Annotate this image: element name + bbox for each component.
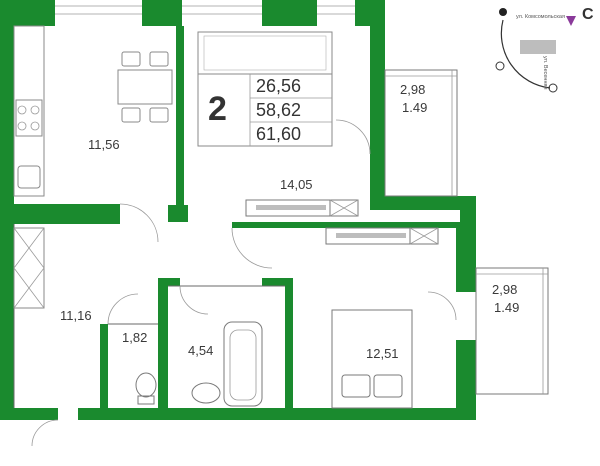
balcony-top-reduced: 1.49 [402,100,428,115]
partitions [13,224,285,408]
compass [495,8,576,93]
hall-wardrobe [13,227,45,309]
street-label-1: ул. Комсомольская [516,14,565,20]
living-furniture [197,31,359,217]
bath-fixtures [135,321,263,407]
north-arrow-icon [566,16,576,26]
sun-icon [495,61,505,71]
room-area-bath: 4,54 [188,343,214,358]
balcony-top [384,69,458,197]
doors [31,119,457,447]
balcony-top-area: 2,98 [400,82,426,97]
balcony-bottom [475,267,549,395]
room-area-hall: 11,16 [60,308,92,323]
room-area-bedroom: 12,51 [366,346,399,361]
balcony-bottom-reduced: 1.49 [494,300,520,315]
balcony-bottom-area: 2,98 [492,282,518,297]
building-marker [520,40,556,54]
summary-area-1: 26,56 [256,76,302,96]
moon-icon [499,8,507,16]
summary-area-2: 58,62 [256,100,302,120]
room-area-kitchen: 11,56 [88,137,120,152]
room-area-wc: 1,82 [122,330,148,345]
summary-area-3: 61,60 [256,124,302,144]
sun-set-icon [548,83,558,93]
walls [0,0,476,420]
windows [55,0,355,26]
summary-rooms: 2 [208,90,227,128]
street-label-2: ул. Весенняя [542,56,548,90]
bedroom-furniture [325,227,439,409]
room-area-living: 14,05 [280,177,313,192]
compass-north-label: С [582,6,594,23]
kitchen-furniture [13,25,173,197]
